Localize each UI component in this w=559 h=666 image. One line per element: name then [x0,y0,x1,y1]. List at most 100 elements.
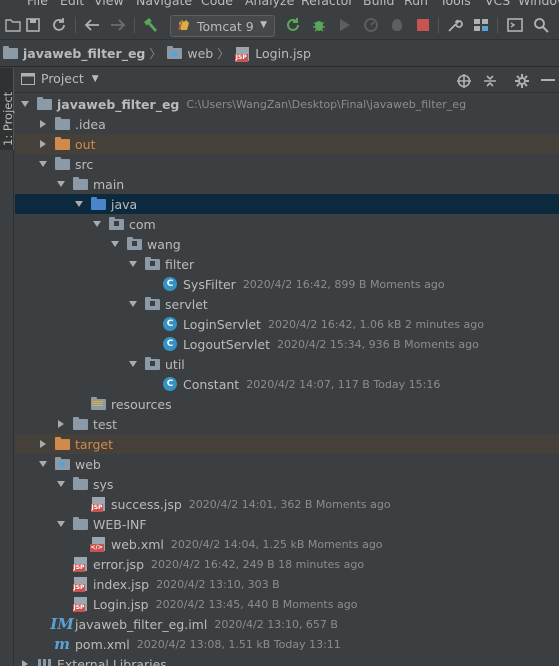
expand-arrow-right-icon[interactable] [38,439,48,449]
tree-row[interactable]: out [15,134,559,154]
coverage-icon[interactable] [336,16,354,34]
run-configuration-select[interactable]: Tomcat 9 ▼ [170,15,275,37]
tree-row[interactable]: java [15,194,559,214]
breadcrumb-label: javaweb_filter_eg [23,46,146,61]
tree-row[interactable]: filter [15,254,559,274]
menu-item[interactable]: Navigate [136,0,193,8]
chevron-down-icon: ▼ [91,73,99,84]
tree-row[interactable]: .idea [15,114,559,134]
back-arrow-icon[interactable] [83,16,101,34]
stop-icon[interactable] [414,16,432,34]
package-icon [108,216,124,231]
search-everywhere-icon[interactable] [532,16,550,34]
tree-row[interactable]: resources [15,394,559,414]
tree-row[interactable]: util [15,354,559,374]
menu-item[interactable]: Refactor [301,0,354,8]
expand-arrow-down-icon[interactable] [38,159,48,169]
breadcrumb-item-web[interactable]: web [166,46,213,61]
tree-item-label: java [111,196,138,212]
collapse-all-icon[interactable] [481,72,499,90]
tree-row[interactable]: wang [15,234,559,254]
tree-item-label: test [93,416,118,432]
expand-arrow-right-icon[interactable] [38,139,48,149]
tree-row[interactable]: main [15,174,559,194]
menu-item[interactable]: File [27,0,48,8]
menu-item[interactable]: Run [404,0,428,8]
menu-item[interactable]: Tools [440,0,471,8]
breadcrumb-item-login-jsp[interactable]: Login.jsp [234,46,311,62]
gear-icon[interactable] [513,72,531,90]
terminal-icon[interactable] [506,16,524,34]
expand-arrow-down-icon[interactable] [38,459,48,469]
expand-arrow-down-icon[interactable] [56,479,66,489]
rerun-icon[interactable] [284,16,302,34]
package-icon [144,256,160,271]
expand-arrow-down-icon[interactable] [20,99,30,109]
expand-arrow-down-icon[interactable] [128,259,138,269]
expand-arrow-down-icon[interactable] [128,359,138,369]
expand-arrow-right-icon[interactable] [56,419,66,429]
expand-arrow-down-icon[interactable] [110,239,120,249]
project-tool-tab[interactable]: 1: Project [0,68,15,150]
save-all-icon[interactable] [24,16,42,34]
expand-arrow-down-icon[interactable] [128,299,138,309]
menu-item[interactable]: Build [363,0,395,8]
tree-row[interactable]: web [15,454,559,474]
tree-row[interactable]: WEB-INF [15,514,559,534]
hide-panel-icon[interactable] [539,72,557,90]
menu-item[interactable]: Code [201,0,234,8]
tree-row[interactable]: servlet [15,294,559,314]
folder-icon [72,416,88,431]
menu-item[interactable]: VCS [485,0,511,8]
menu-item[interactable]: Analyze [245,0,295,8]
sync-icon[interactable] [50,16,68,34]
tree-row[interactable]: com [15,214,559,234]
source-folder-icon [90,196,106,211]
breadcrumb-item-project[interactable]: javaweb_filter_eg [2,46,145,61]
debug-bug-icon[interactable] [310,16,328,34]
expand-arrow-right-icon[interactable] [20,659,30,666]
tree-item-label: SysFilter [183,276,236,292]
tree-row[interactable]: src [15,154,559,174]
tree-item-label: javaweb_filter_eg [57,96,180,112]
tree-item-label: error.jsp [93,556,145,572]
attach-debugger-icon[interactable] [388,16,406,34]
tree-row[interactable]: target [15,434,559,454]
expand-arrow-down-icon[interactable] [92,219,102,229]
breadcrumb-label: Login.jsp [255,46,311,61]
menu-item[interactable]: Edit [60,0,85,8]
tree-item-meta: 2020/4/2 16:42, 899 B Moments ago [242,277,445,291]
expand-arrow-down-icon[interactable] [56,519,66,529]
tree-item-label: com [129,216,156,232]
profile-icon[interactable] [362,16,380,34]
expand-arrow-down-icon[interactable] [74,199,84,209]
tree-row[interactable]: sys [15,474,559,494]
build-hammer-icon[interactable] [141,16,159,34]
tree-item-meta: 2020/4/2 13:45, 440 B Moments ago [155,597,358,611]
locate-target-icon[interactable] [455,72,473,90]
menu-item[interactable]: Window [518,0,559,8]
expand-arrow-right-icon[interactable] [38,119,48,129]
settings-wrench-icon[interactable] [446,16,464,34]
forward-arrow-icon[interactable] [109,16,127,34]
jsp-file-icon [72,597,88,612]
project-view-selector[interactable]: Project ▼ [20,71,99,86]
project-structure-icon[interactable] [472,16,490,34]
open-folder-icon[interactable] [4,16,22,34]
tree-row[interactable]: test [15,414,559,434]
tree-row[interactable]: External Libraries [15,654,559,666]
menu-item[interactable]: View [94,0,124,8]
expand-arrow-down-icon[interactable] [56,179,66,189]
